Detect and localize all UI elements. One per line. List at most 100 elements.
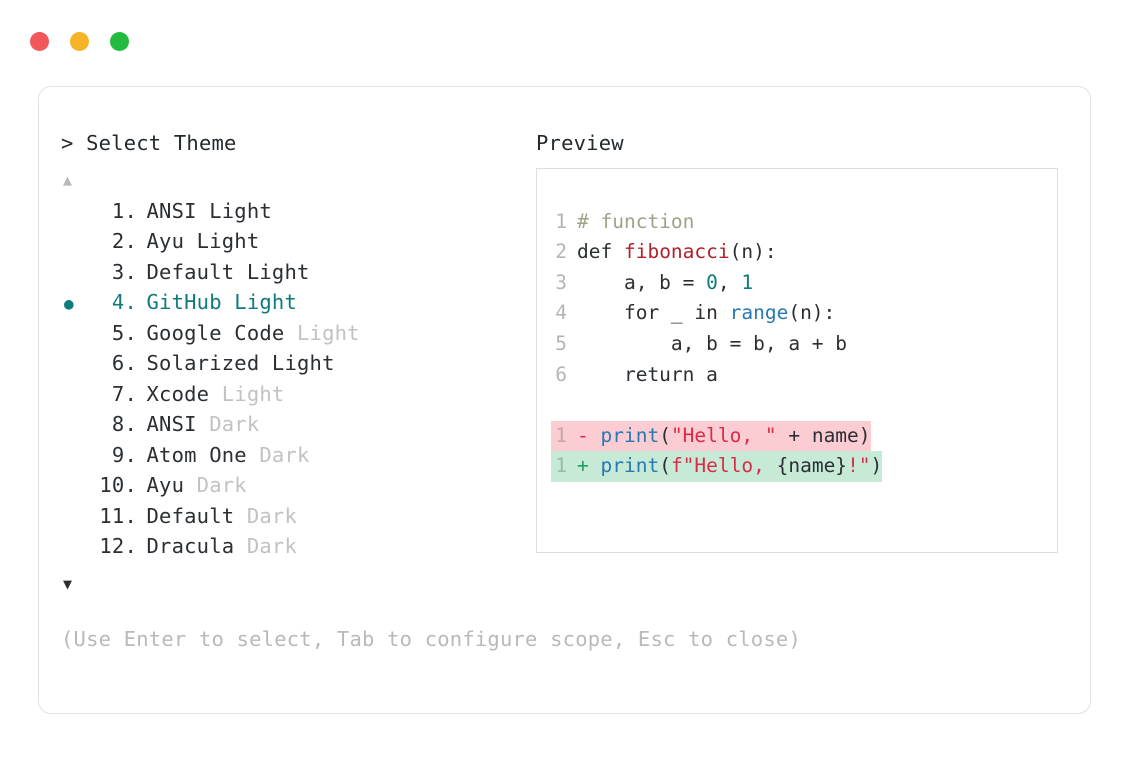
code-line-text: for _ in range(n): <box>577 298 835 329</box>
theme-list-item[interactable]: 12.Dracula Dark <box>61 534 531 565</box>
theme-item-variant: Light <box>221 290 298 315</box>
code-token: for _ in <box>577 301 730 325</box>
theme-item-number: 3. <box>111 259 137 284</box>
theme-item-variant: Dark <box>234 503 298 528</box>
code-line-number: 5 <box>555 332 567 355</box>
bullet-slot-empty <box>61 416 93 435</box>
code-token: !" <box>847 454 871 478</box>
theme-item-number: 2. <box>111 229 137 254</box>
code-token: ) <box>870 454 883 478</box>
code-token: range <box>729 301 789 325</box>
bullet-slot-empty <box>61 538 93 557</box>
code-line-number: 1 <box>555 209 567 233</box>
theme-item-number: 4. <box>111 290 137 315</box>
code-line: 1 # function <box>537 207 1057 238</box>
code-line-text: def fibonacci(n): <box>577 237 777 268</box>
theme-item-variant: Light <box>196 198 272 223</box>
theme-list-item[interactable]: 6.Solarized Light <box>61 351 531 382</box>
theme-list-item[interactable]: 1. ANSI Light <box>61 199 531 230</box>
code-token: "Hello, " <box>670 423 777 447</box>
code-token: ( <box>659 454 671 478</box>
code-line: 6 return a <box>537 360 1057 391</box>
code-line-text: a, b = b, a + b <box>577 329 847 360</box>
code-token: + name) <box>776 423 871 447</box>
theme-list-item[interactable]: 9.Atom One Dark <box>61 443 531 474</box>
close-window-button[interactable] <box>30 32 49 51</box>
theme-list-item[interactable]: 3. Default Light <box>61 260 531 291</box>
code-token: ( <box>659 423 671 447</box>
window-traffic-lights <box>30 32 129 51</box>
theme-item-number: 5. <box>111 320 137 345</box>
theme-item-name: Ayu <box>146 229 185 254</box>
code-token: (n): <box>788 301 836 325</box>
theme-item-variant: Dark <box>234 534 298 559</box>
code-token: , <box>717 270 742 294</box>
theme-item-number: 11. <box>99 503 137 528</box>
code-token: 1 <box>741 270 754 294</box>
theme-item-number: 12. <box>99 534 137 559</box>
minimize-window-button[interactable] <box>70 32 89 51</box>
theme-list-item[interactable]: 7.Xcode Light <box>61 382 531 413</box>
theme-list-item[interactable]: ● 4. GitHub Light <box>61 290 531 321</box>
theme-item-name: GitHub <box>146 290 222 315</box>
theme-item-variant: Dark <box>246 442 310 467</box>
preview-title: Preview <box>536 131 624 155</box>
theme-selector-pane: > Select Theme ▲ 1. ANSI Light 2. Ayu Ligh… <box>61 131 531 592</box>
diff-sign: - <box>577 423 601 447</box>
bullet-slot-empty <box>61 386 93 405</box>
scroll-down-arrow-icon[interactable]: ▼ <box>63 574 73 593</box>
theme-item-name: Default <box>146 503 235 528</box>
code-token: # function <box>577 209 695 233</box>
diff-added-line: 1+ print(f"Hello, {name}!") <box>537 451 1057 482</box>
prompt-header: > Select Theme <box>61 131 531 157</box>
theme-item-variant: Light <box>209 381 285 406</box>
theme-item-variant: Light <box>234 259 310 284</box>
theme-list-item[interactable]: 11. Default Dark <box>61 504 531 535</box>
bullet-slot-empty <box>61 325 93 344</box>
bullet-slot-empty <box>61 203 93 222</box>
theme-list-item[interactable]: 5. Google Code Light <box>61 321 531 352</box>
maximize-window-button[interactable] <box>110 32 129 51</box>
theme-item-number: 1. <box>111 198 137 223</box>
theme-item-variant: Light <box>184 229 260 254</box>
bullet-slot-empty <box>61 477 93 496</box>
diff-line-text: - print("Hello, " + name) <box>577 420 871 452</box>
theme-list: 1. ANSI Light 2. Ayu Light 3. Default Light… <box>61 199 531 565</box>
code-line-number: 4 <box>555 301 567 325</box>
theme-item-number: 10. <box>99 473 137 498</box>
theme-list-item[interactable]: 2. Ayu Light <box>61 229 531 260</box>
theme-list-item[interactable]: 8.ANSI Dark <box>61 412 531 443</box>
code-token: 0 <box>706 270 718 294</box>
theme-item-number: 7. <box>111 381 137 406</box>
page-title: Select Theme <box>86 131 237 155</box>
code-line-text: a, b = 0, 1 <box>577 268 753 299</box>
theme-item-variant: Light <box>284 320 360 345</box>
code-line-number: 3 <box>555 270 567 294</box>
scroll-up-arrow-icon[interactable]: ▲ <box>63 170 73 189</box>
diff-line-number: 1 <box>551 451 577 482</box>
bullet-slot-empty <box>61 447 93 466</box>
code-token: {name} <box>776 454 848 478</box>
theme-item-number: 6. <box>111 351 137 376</box>
code-token: f"Hello, <box>670 454 777 478</box>
theme-item-number: 8. <box>111 412 137 437</box>
diff-line-text: + print(f"Hello, {name}!") <box>577 451 883 482</box>
theme-item-name: Google Code <box>146 320 285 345</box>
theme-item-number: 9. <box>111 442 137 467</box>
code-line-text: # function <box>577 207 694 238</box>
keyboard-hint: (Use Enter to select, Tab to configure s… <box>61 627 801 651</box>
bullet-slot-empty <box>61 508 93 527</box>
code-token: a, b = b, a + b <box>577 332 848 355</box>
code-line: 3 a, b = 0, 1 <box>537 268 1057 299</box>
code-line-number: 6 <box>555 362 567 386</box>
theme-list-item[interactable]: 10.Ayu Dark <box>61 473 531 504</box>
selected-bullet-icon: ● <box>64 294 74 314</box>
code-token: a, b = <box>577 270 707 294</box>
theme-item-name: ANSI <box>146 198 197 223</box>
theme-item-name: Default <box>146 259 235 284</box>
diff-removed-line: 1- print("Hello, " + name) <box>537 420 1057 452</box>
